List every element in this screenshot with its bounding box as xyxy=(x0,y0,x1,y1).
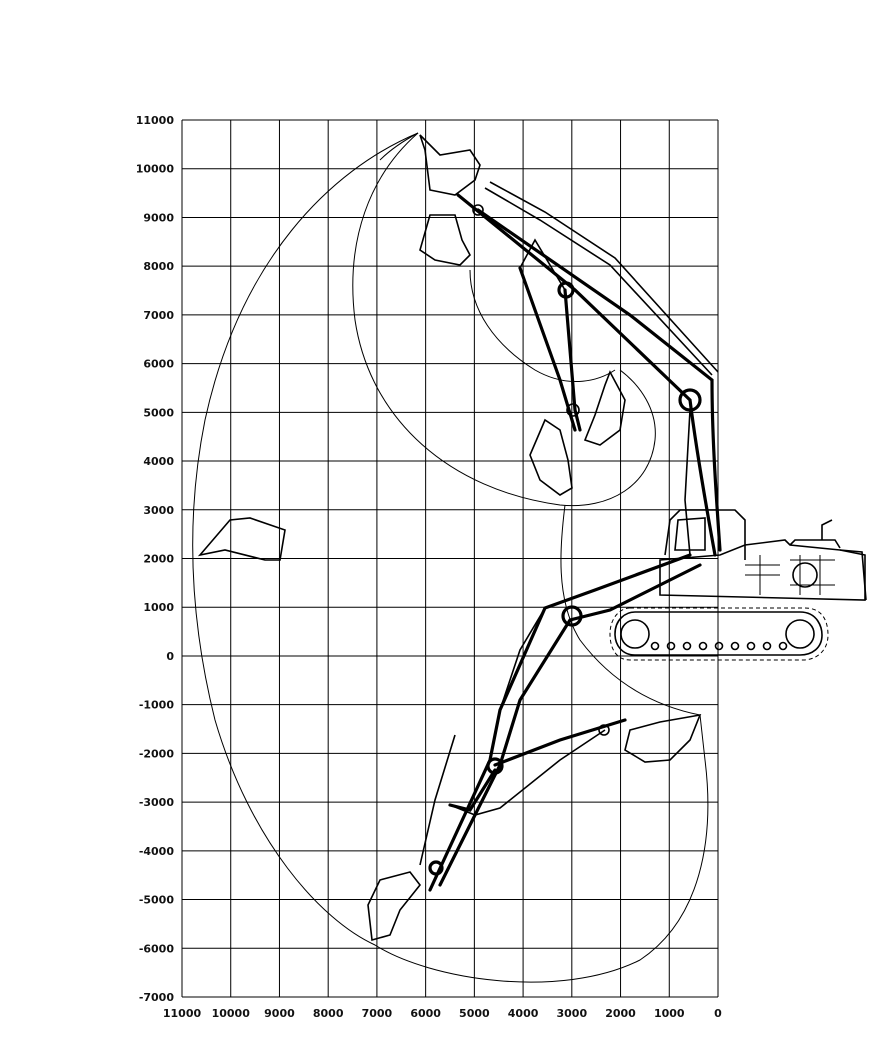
y-tick-label: 1000 xyxy=(143,601,174,614)
bucket-upper-left xyxy=(419,214,471,266)
sprocket-wheel xyxy=(785,619,815,649)
upper-boom-underside xyxy=(476,208,722,552)
track-roller xyxy=(730,641,740,651)
cab-window xyxy=(674,517,706,551)
max-reach-envelope xyxy=(192,132,709,983)
track-outline xyxy=(609,607,829,661)
bucket-pivot xyxy=(566,403,580,417)
track-roller xyxy=(778,641,788,651)
upper-link xyxy=(519,238,566,291)
boom-upper-position xyxy=(456,181,722,557)
y-tick-label: 8000 xyxy=(143,260,174,273)
buckets xyxy=(197,134,702,942)
x-tick-label: 9000 xyxy=(264,1007,295,1020)
range-envelopes xyxy=(192,132,709,983)
excavator-body xyxy=(659,509,867,601)
track-roller xyxy=(714,641,724,651)
y-tick-label: 4000 xyxy=(143,455,174,468)
x-tick-label: 6000 xyxy=(410,1007,441,1020)
y-tick-label: -6000 xyxy=(139,942,175,955)
boom-lower-position xyxy=(419,553,702,892)
idler-wheel xyxy=(620,619,650,649)
track-roller xyxy=(666,641,676,651)
y-axis-ticks: 1100010000900080007000600050004000300020… xyxy=(136,114,175,1004)
y-tick-label: -3000 xyxy=(139,796,175,809)
track-frame xyxy=(614,611,823,656)
y-tick-label: 0 xyxy=(166,650,174,663)
cab xyxy=(664,509,746,560)
undercarriage xyxy=(609,607,829,661)
y-tick-label: 5000 xyxy=(143,406,174,419)
y-tick-label: -4000 xyxy=(139,845,175,858)
bucket-bottom-right xyxy=(624,713,702,763)
upper-structure xyxy=(659,539,866,601)
y-tick-label: 7000 xyxy=(143,309,174,322)
lower-stick-2 xyxy=(448,768,497,812)
x-tick-label: 2000 xyxy=(605,1007,636,1020)
stick-pivot xyxy=(557,281,575,299)
lower-boom xyxy=(428,553,692,892)
x-tick-label: 10000 xyxy=(212,1007,251,1020)
y-tick-label: 3000 xyxy=(143,504,174,517)
lower-envelope xyxy=(560,504,701,716)
upper-boom xyxy=(456,193,717,557)
boom-cylinder xyxy=(684,409,691,556)
bucket-left xyxy=(197,517,286,561)
upper-bucket-pivot xyxy=(472,204,484,216)
track-roller xyxy=(682,641,692,651)
track-roller xyxy=(746,641,756,651)
y-tick-label: -1000 xyxy=(139,699,175,712)
lower-stick-pivot xyxy=(486,757,504,775)
y-tick-label: 2000 xyxy=(143,553,174,566)
bucket-mid xyxy=(583,370,626,446)
bucket-mid-2 xyxy=(529,418,573,496)
lower-cylinder xyxy=(499,607,546,711)
lower-bucket-pivot xyxy=(598,724,610,736)
upper-stick xyxy=(518,266,577,432)
y-tick-label: -2000 xyxy=(139,747,175,760)
x-tick-label: 3000 xyxy=(557,1007,588,1020)
lower-boom-pivot xyxy=(561,605,583,627)
lower-arm-cylinder xyxy=(419,734,456,866)
x-tick-label: 0 xyxy=(714,1007,722,1020)
track-rollers xyxy=(650,641,788,651)
x-tick-label: 4000 xyxy=(508,1007,539,1020)
upper-inner-envelope xyxy=(352,132,656,507)
upper-arm-cylinder xyxy=(484,187,713,376)
bucket-top xyxy=(419,134,481,196)
y-tick-label: -7000 xyxy=(139,991,175,1004)
middle-envelope xyxy=(469,269,616,383)
track-roller xyxy=(698,641,708,651)
lower-stick xyxy=(493,718,627,767)
y-tick-label: 9000 xyxy=(143,211,174,224)
x-tick-label: 1000 xyxy=(654,1007,685,1020)
y-tick-label: -5000 xyxy=(139,894,175,907)
lower-boom-2 xyxy=(438,563,702,887)
lower-arm-pivot xyxy=(428,860,444,876)
lower-link xyxy=(449,729,606,816)
counterweight xyxy=(839,549,867,601)
track-roller xyxy=(650,641,660,651)
exhaust xyxy=(821,519,833,540)
y-tick-label: 6000 xyxy=(143,358,174,371)
upper-arm-cylinder-2 xyxy=(489,181,719,373)
y-tick-label: 11000 xyxy=(136,114,175,127)
x-tick-label: 11000 xyxy=(163,1007,202,1020)
engine-pulley xyxy=(792,562,818,588)
x-tick-label: 5000 xyxy=(459,1007,490,1020)
engine-hood xyxy=(789,539,841,549)
track-roller xyxy=(762,641,772,651)
top-bucket-arc xyxy=(379,132,419,161)
x-tick-label: 7000 xyxy=(362,1007,393,1020)
upper-stick-2 xyxy=(563,288,582,432)
x-tick-label: 8000 xyxy=(313,1007,344,1020)
bucket-bottom xyxy=(367,871,422,942)
y-tick-label: 10000 xyxy=(136,163,175,176)
